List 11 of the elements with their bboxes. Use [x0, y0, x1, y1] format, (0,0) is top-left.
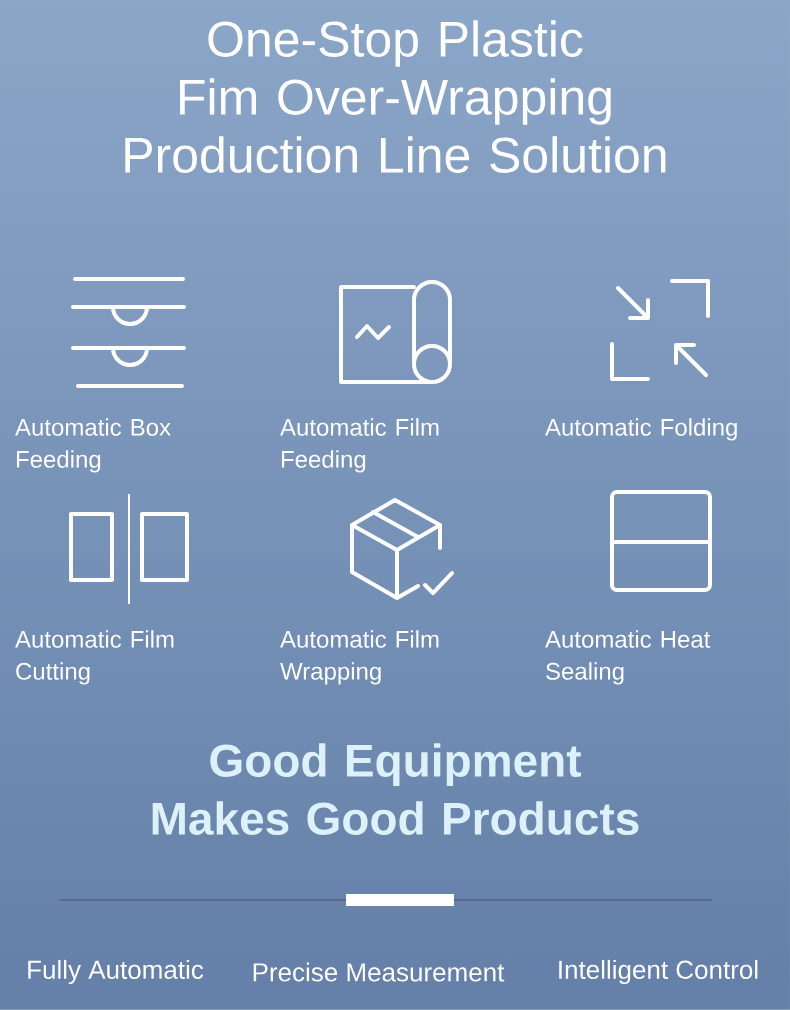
tagline: Precise Measurement [253, 962, 505, 982]
feature-label: Automatic Heat Sealing [545, 630, 711, 685]
tagline: Intelligent Control [559, 959, 758, 985]
title: One-Stop Plastic Fim Over-Wrapping Production Line Solution [125, 20, 666, 173]
slogan: Good Equipment Makes Good Products [152, 743, 639, 835]
feature-label: Automatic Film Cutting [15, 630, 174, 685]
feature-label: Automatic Folding [545, 418, 737, 441]
feature-label: Automatic Film Feeding [280, 418, 439, 473]
tagline: Fully Automatic [28, 959, 204, 985]
feature-label: Automatic Box Feeding [15, 418, 171, 473]
feature-label: Automatic Film Wrapping [280, 630, 439, 685]
